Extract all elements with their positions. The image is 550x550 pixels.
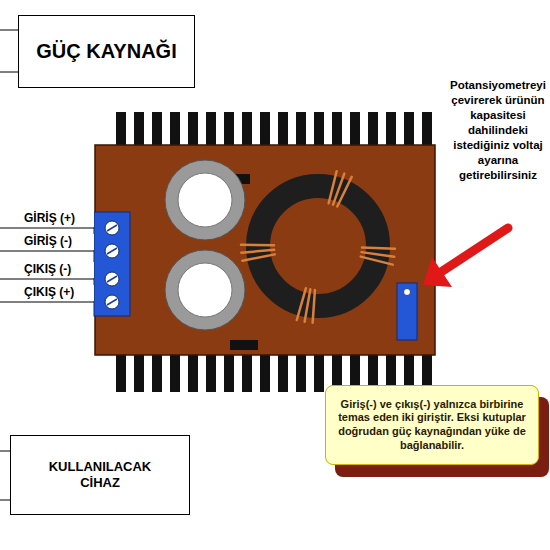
fin xyxy=(116,112,126,146)
fin xyxy=(170,354,180,392)
fin xyxy=(314,354,324,392)
winding xyxy=(242,254,274,260)
winding xyxy=(337,177,351,207)
fin xyxy=(296,354,306,392)
node-text: KULLANILACAK CİHAZ xyxy=(45,459,155,492)
fin xyxy=(242,354,252,392)
power-supply-box: GÜÇ KAYNAĞI xyxy=(18,15,195,88)
terminal-screws xyxy=(105,221,119,309)
potentiometer-note: Potansiyometreyi çevirerek ürünün kapasi… xyxy=(449,78,547,183)
screw xyxy=(105,295,119,309)
fin xyxy=(188,112,198,146)
winding xyxy=(333,174,344,205)
terminal-block xyxy=(94,212,130,316)
heatsink-fins xyxy=(116,112,432,146)
fin xyxy=(206,354,216,392)
winding xyxy=(361,257,393,265)
winding xyxy=(305,289,311,321)
fin xyxy=(188,354,198,392)
fin xyxy=(134,112,144,146)
fin xyxy=(296,112,306,146)
note-callout: Giriş(-) ve çıkış(-) yalnızca birbirine … xyxy=(325,385,539,465)
terminal-label: ÇIKIŞ (+) xyxy=(24,285,94,301)
screw xyxy=(105,221,119,235)
fin xyxy=(260,112,270,146)
terminal-label: GİRİŞ (-) xyxy=(24,234,94,250)
fin xyxy=(332,112,342,146)
fin xyxy=(350,112,360,146)
fin xyxy=(386,112,396,146)
fin xyxy=(224,354,234,392)
fin xyxy=(152,354,162,392)
capacitor xyxy=(165,160,245,240)
fin xyxy=(116,354,126,392)
winding xyxy=(362,248,395,249)
capacitor xyxy=(165,250,245,330)
screw xyxy=(105,244,119,258)
winding xyxy=(297,288,306,320)
node-text: GÜÇ KAYNAĞI xyxy=(36,39,176,64)
fin xyxy=(278,354,288,392)
winding xyxy=(241,243,274,246)
terminal-label: GİRİŞ (+) xyxy=(24,211,94,227)
terminal-wires xyxy=(0,228,96,302)
device-box: KULLANILACAK CİHAZ xyxy=(10,435,190,515)
terminal-label: ÇIKIŞ (-) xyxy=(24,262,94,278)
fin xyxy=(242,112,252,146)
circuit-board xyxy=(95,145,435,355)
fin xyxy=(260,354,270,392)
fin xyxy=(278,112,288,146)
pointer-arrow xyxy=(423,228,508,287)
winding xyxy=(362,252,395,257)
fin xyxy=(422,112,432,146)
winding xyxy=(241,250,274,253)
fin xyxy=(314,112,324,146)
screw xyxy=(105,272,119,286)
toroid-inductor xyxy=(241,171,395,323)
node-text: Giriş(-) ve çıkış(-) yalnızca birbirine … xyxy=(333,398,531,453)
fin xyxy=(170,112,180,146)
board-tab xyxy=(230,340,258,350)
fin xyxy=(368,112,378,146)
potentiometer xyxy=(397,283,417,340)
wire-stubs xyxy=(0,30,18,500)
fin xyxy=(224,112,234,146)
fin xyxy=(206,112,216,146)
winding xyxy=(313,290,315,323)
fin xyxy=(404,112,414,146)
fin xyxy=(134,354,144,392)
fin xyxy=(152,112,162,146)
